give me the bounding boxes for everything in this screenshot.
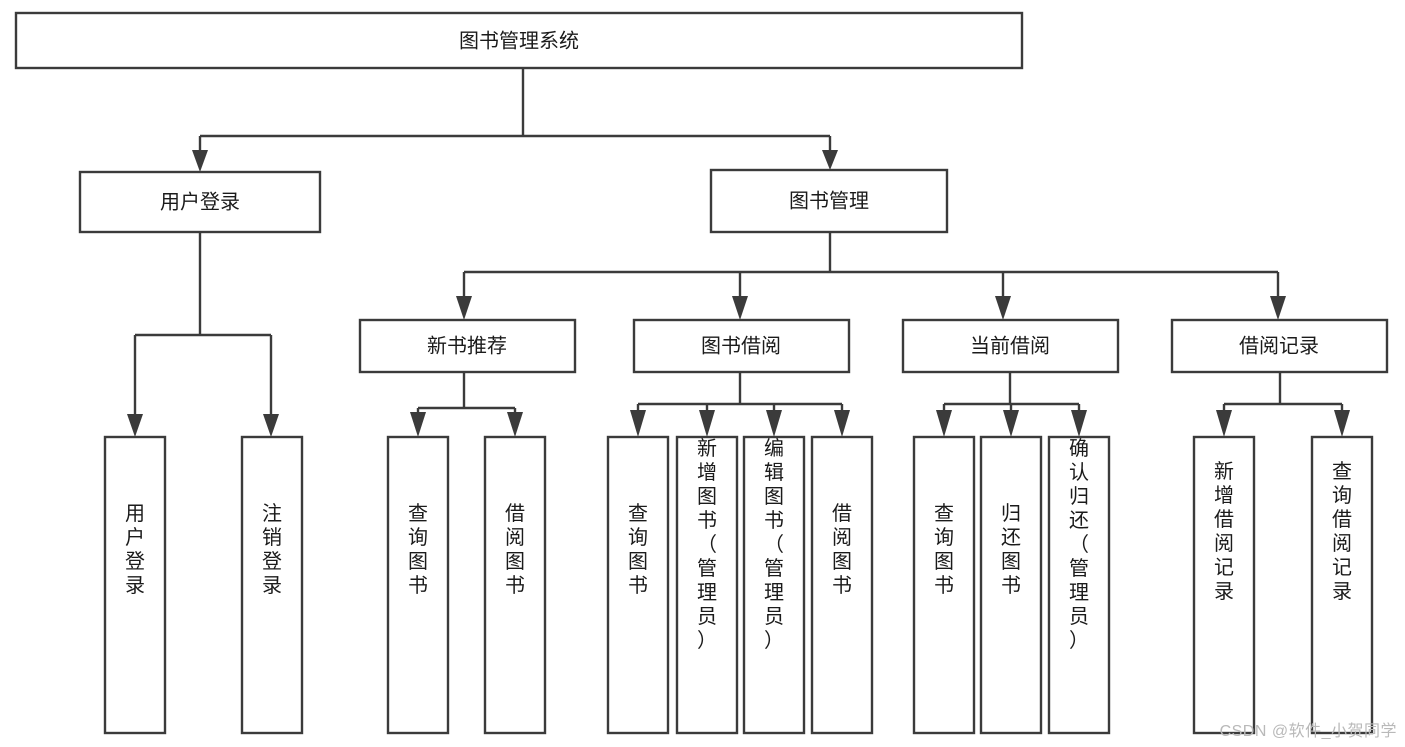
leaf-box[interactable] <box>103 435 167 735</box>
leaf-label: 确认归还（管理员） <box>1069 437 1089 652</box>
user-login-box[interactable] <box>78 170 322 234</box>
arrow-leaf-borrow-4 <box>834 410 850 437</box>
arrow-leaf-current-3 <box>1071 410 1087 437</box>
new-book-recommend-label: 新书推荐 <box>427 334 507 357</box>
node-borrow-record[interactable]: 借阅记录 <box>1170 318 1389 374</box>
leaf-box[interactable] <box>1047 435 1111 735</box>
leaf-box[interactable] <box>912 435 976 735</box>
borrow-record-box[interactable] <box>1170 318 1389 374</box>
leaf-label: 查询借阅记录 <box>1332 460 1352 603</box>
leaf-box[interactable] <box>742 435 806 735</box>
leaf-label: 编辑图书（管理员） <box>764 437 784 652</box>
leaf-box[interactable] <box>606 435 670 735</box>
arrow-leaf-borrow-1 <box>630 410 646 437</box>
book-manage-label: 图书管理 <box>789 189 869 212</box>
leaf-box[interactable] <box>240 435 304 735</box>
leaf-label: 查询图书 <box>408 502 428 597</box>
node-book-borrow[interactable]: 图书借阅 <box>632 318 851 374</box>
leaf-new-book-1[interactable]: 查询图书 <box>386 435 450 735</box>
arrow-leaf-user-login-1 <box>127 414 143 437</box>
connector-layer <box>127 68 1350 437</box>
arrow-leaf-newbook-1 <box>410 412 426 437</box>
new-book-recommend-box[interactable] <box>358 318 577 374</box>
root-box[interactable] <box>14 11 1024 70</box>
arrow-leaf-record-1 <box>1216 410 1232 437</box>
leaf-user-login-2[interactable]: 注销登录 <box>240 435 304 735</box>
csdn-watermark: CSDN @软件_小贺同学 <box>1219 723 1397 740</box>
root-label: 图书管理系统 <box>459 29 579 52</box>
arrow-leaf-borrow-2 <box>699 410 715 437</box>
leaf-label: 用户登录 <box>125 503 145 597</box>
arrow-leaf-user-login-2 <box>263 414 279 437</box>
node-current-borrow[interactable]: 当前借阅 <box>901 318 1120 374</box>
arrow-newbook <box>456 296 472 320</box>
arrow-user-login <box>192 150 208 172</box>
leaf-borrow-record-1[interactable]: 新增借阅记录 <box>1192 435 1256 735</box>
leaf-label: 新增借阅记录 <box>1214 460 1234 603</box>
leaf-user-login-1[interactable]: 用户登录 <box>103 435 167 735</box>
leaf-label: 注销登录 <box>262 502 282 597</box>
borrow-record-label: 借阅记录 <box>1239 334 1319 357</box>
leaf-label: 归还图书 <box>1001 502 1021 597</box>
leaf-label: 借阅图书 <box>832 502 852 597</box>
leaf-box[interactable] <box>483 435 547 735</box>
current-borrow-label: 当前借阅 <box>970 334 1050 357</box>
leaf-book-borrow-3[interactable]: 编辑图书（管理员） <box>742 435 806 735</box>
current-borrow-box[interactable] <box>901 318 1120 374</box>
leaf-box[interactable] <box>810 435 874 735</box>
leaf-box[interactable] <box>1192 435 1256 735</box>
node-new-book-recommend[interactable]: 新书推荐 <box>358 318 577 374</box>
book-borrow-box[interactable] <box>632 318 851 374</box>
leaf-box[interactable] <box>386 435 450 735</box>
leaf-box[interactable] <box>675 435 739 735</box>
leaf-box[interactable] <box>979 435 1043 735</box>
node-root[interactable]: 图书管理系统 <box>14 11 1024 70</box>
leaf-current-borrow-1[interactable]: 查询图书 <box>912 435 976 735</box>
user-login-label: 用户登录 <box>160 190 240 213</box>
leaf-label: 新增图书（管理员） <box>697 437 717 652</box>
leaf-box[interactable] <box>1310 435 1374 735</box>
leaf-label: 查询图书 <box>628 502 648 597</box>
book-borrow-label: 图书借阅 <box>701 334 781 357</box>
arrow-leaf-record-2 <box>1334 410 1350 437</box>
leaf-book-borrow-2[interactable]: 新增图书（管理员） <box>675 435 739 735</box>
arrow-record <box>1270 296 1286 320</box>
leaf-current-borrow-3[interactable]: 确认归还（管理员） <box>1047 435 1111 735</box>
leaf-label: 借阅图书 <box>505 502 525 597</box>
node-user-login[interactable]: 用户登录 <box>78 170 322 234</box>
book-manage-box[interactable] <box>709 168 949 234</box>
leaf-current-borrow-2[interactable]: 归还图书 <box>979 435 1043 735</box>
arrow-leaf-current-1 <box>936 410 952 437</box>
arrow-borrow <box>732 296 748 320</box>
leaf-borrow-record-2[interactable]: 查询借阅记录 <box>1310 435 1374 735</box>
leaf-book-borrow-1[interactable]: 查询图书 <box>606 435 670 735</box>
arrow-leaf-current-2 <box>1003 410 1019 437</box>
leaf-new-book-2[interactable]: 借阅图书 <box>483 435 547 735</box>
node-book-manage[interactable]: 图书管理 <box>709 168 949 234</box>
leaf-book-borrow-4[interactable]: 借阅图书 <box>810 435 874 735</box>
arrow-leaf-newbook-2 <box>507 412 523 437</box>
arrow-current <box>995 296 1011 320</box>
arrow-book-manage <box>822 150 838 170</box>
leaf-label: 查询图书 <box>934 502 954 597</box>
arrow-leaf-borrow-3 <box>766 410 782 437</box>
